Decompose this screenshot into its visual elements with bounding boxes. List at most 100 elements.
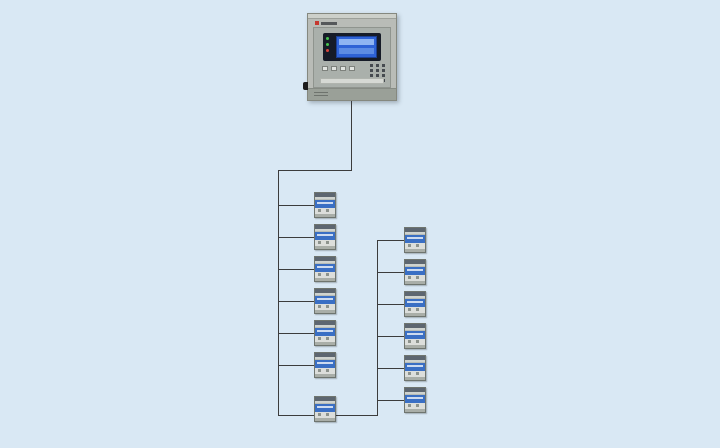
gas-detector-left-1: [314, 192, 336, 218]
brand-logo-icon: [315, 21, 319, 25]
wire: [377, 272, 404, 273]
wire: [278, 237, 314, 238]
detector-body: [405, 275, 425, 281]
detector-blue-label: [405, 235, 425, 243]
lcd-display-row: [339, 48, 374, 54]
detector-top-strip: [405, 228, 425, 232]
detector-body: [405, 243, 425, 249]
detector-top-strip: [315, 257, 335, 261]
gas-detector-left-7: [314, 396, 336, 422]
detector-blue-label: [405, 331, 425, 339]
gas-detector-right-2: [404, 259, 426, 285]
detector-gap: [315, 261, 335, 264]
function-buttons: [322, 66, 355, 71]
brand-logo-text: [321, 21, 337, 25]
detector-body: [315, 272, 335, 278]
keypad-key: [382, 64, 385, 67]
detector-blue-label: [405, 267, 425, 275]
wire: [377, 368, 404, 369]
detector-gap: [315, 197, 335, 200]
gas-detector-right-1: [404, 227, 426, 253]
controller-base: [308, 88, 396, 100]
wire: [377, 400, 404, 401]
wire: [351, 101, 352, 171]
detector-top-strip: [405, 388, 425, 392]
keypad-key: [376, 64, 379, 67]
detector-top-strip: [315, 353, 335, 357]
wire: [278, 301, 314, 302]
detector-body: [405, 371, 425, 377]
lcd-display-row: [339, 39, 374, 45]
wire: [377, 336, 404, 337]
detector-base: [405, 345, 425, 348]
detector-gap: [405, 360, 425, 363]
detector-base: [405, 313, 425, 316]
gas-detector-left-4: [314, 288, 336, 314]
detector-gap: [315, 293, 335, 296]
detector-blue-label: [315, 200, 335, 208]
gas-detector-right-4: [404, 323, 426, 349]
detector-blue-label: [315, 232, 335, 240]
wire: [278, 170, 352, 171]
detector-base: [405, 409, 425, 412]
status-leds: [326, 37, 329, 52]
wire: [377, 240, 378, 416]
detector-top-strip: [315, 225, 335, 229]
wire: [278, 269, 314, 270]
detector-blue-label: [315, 296, 335, 304]
detector-blue-label: [405, 395, 425, 403]
detector-top-strip: [405, 292, 425, 296]
keypad-key: [382, 74, 385, 77]
detector-gap: [315, 325, 335, 328]
keypad-key: [370, 74, 373, 77]
detector-top-strip: [315, 397, 335, 401]
controller-front-panel: [313, 27, 391, 88]
gas-detector-right-5: [404, 355, 426, 381]
gas-detector-left-6: [314, 352, 336, 378]
detector-top-strip: [315, 289, 335, 293]
detector-body: [405, 403, 425, 409]
detector-gap: [315, 357, 335, 360]
red-led: [326, 49, 329, 52]
panel-button: [331, 66, 337, 71]
detector-base: [315, 310, 335, 313]
gas-detector-left-5: [314, 320, 336, 346]
panel-button: [322, 66, 328, 71]
keypad-key: [376, 69, 379, 72]
detector-blue-label: [315, 404, 335, 412]
detector-base: [315, 214, 335, 217]
keypad-key: [370, 64, 373, 67]
detector-base: [315, 278, 335, 281]
detector-top-strip: [405, 356, 425, 360]
wire: [377, 304, 404, 305]
detector-gap: [315, 401, 335, 404]
detector-base: [315, 418, 335, 421]
green-led: [326, 37, 329, 40]
detector-base: [405, 281, 425, 284]
alarm-controller: [303, 13, 397, 101]
detector-gap: [405, 232, 425, 235]
wire: [278, 170, 279, 416]
detector-top-strip: [315, 321, 335, 325]
detector-gap: [405, 392, 425, 395]
panel-button: [349, 66, 355, 71]
wire: [278, 333, 314, 334]
controller-top-edge: [308, 14, 396, 19]
detector-blue-label: [315, 264, 335, 272]
detector-base: [315, 374, 335, 377]
wire: [278, 365, 314, 366]
detector-top-strip: [405, 260, 425, 264]
wire: [278, 205, 314, 206]
side-buzzer: [303, 82, 308, 90]
keypad-key: [376, 74, 379, 77]
detector-top-strip: [315, 193, 335, 197]
wire: [377, 240, 404, 241]
detector-blue-label: [405, 363, 425, 371]
detector-body: [315, 304, 335, 310]
keypad-key: [370, 69, 373, 72]
detector-gap: [315, 229, 335, 232]
panel-button: [340, 66, 346, 71]
detector-top-strip: [405, 324, 425, 328]
detector-body: [315, 240, 335, 246]
